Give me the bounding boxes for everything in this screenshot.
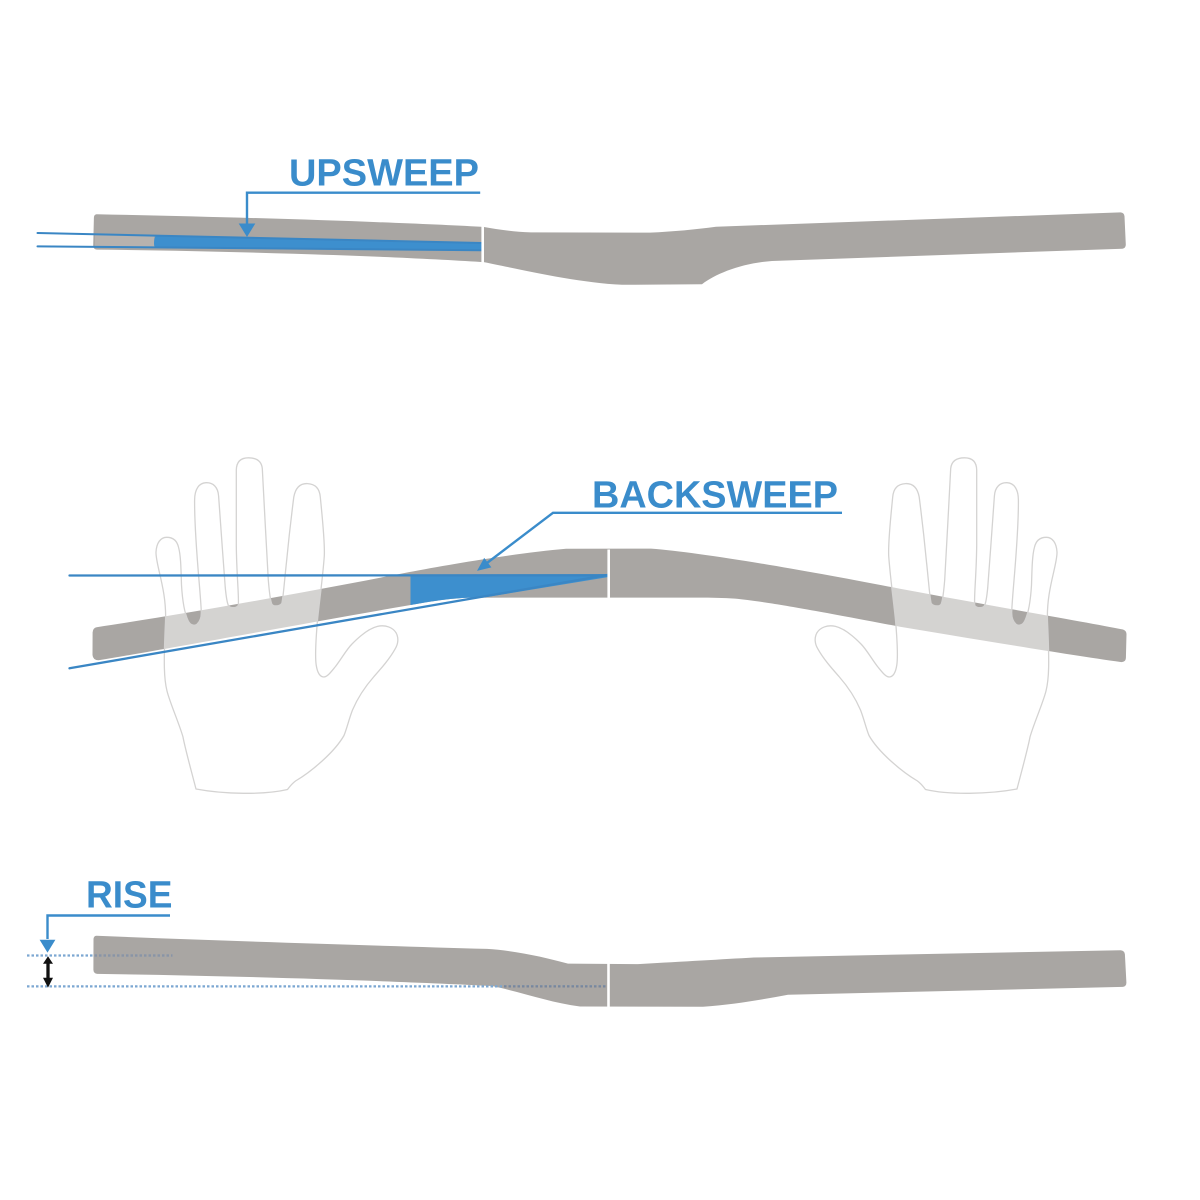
svg-text:UPSWEEP: UPSWEEP [289, 153, 479, 195]
svg-text:BACKSWEEP: BACKSWEEP [592, 475, 838, 517]
svg-text:RISE: RISE [86, 875, 173, 917]
